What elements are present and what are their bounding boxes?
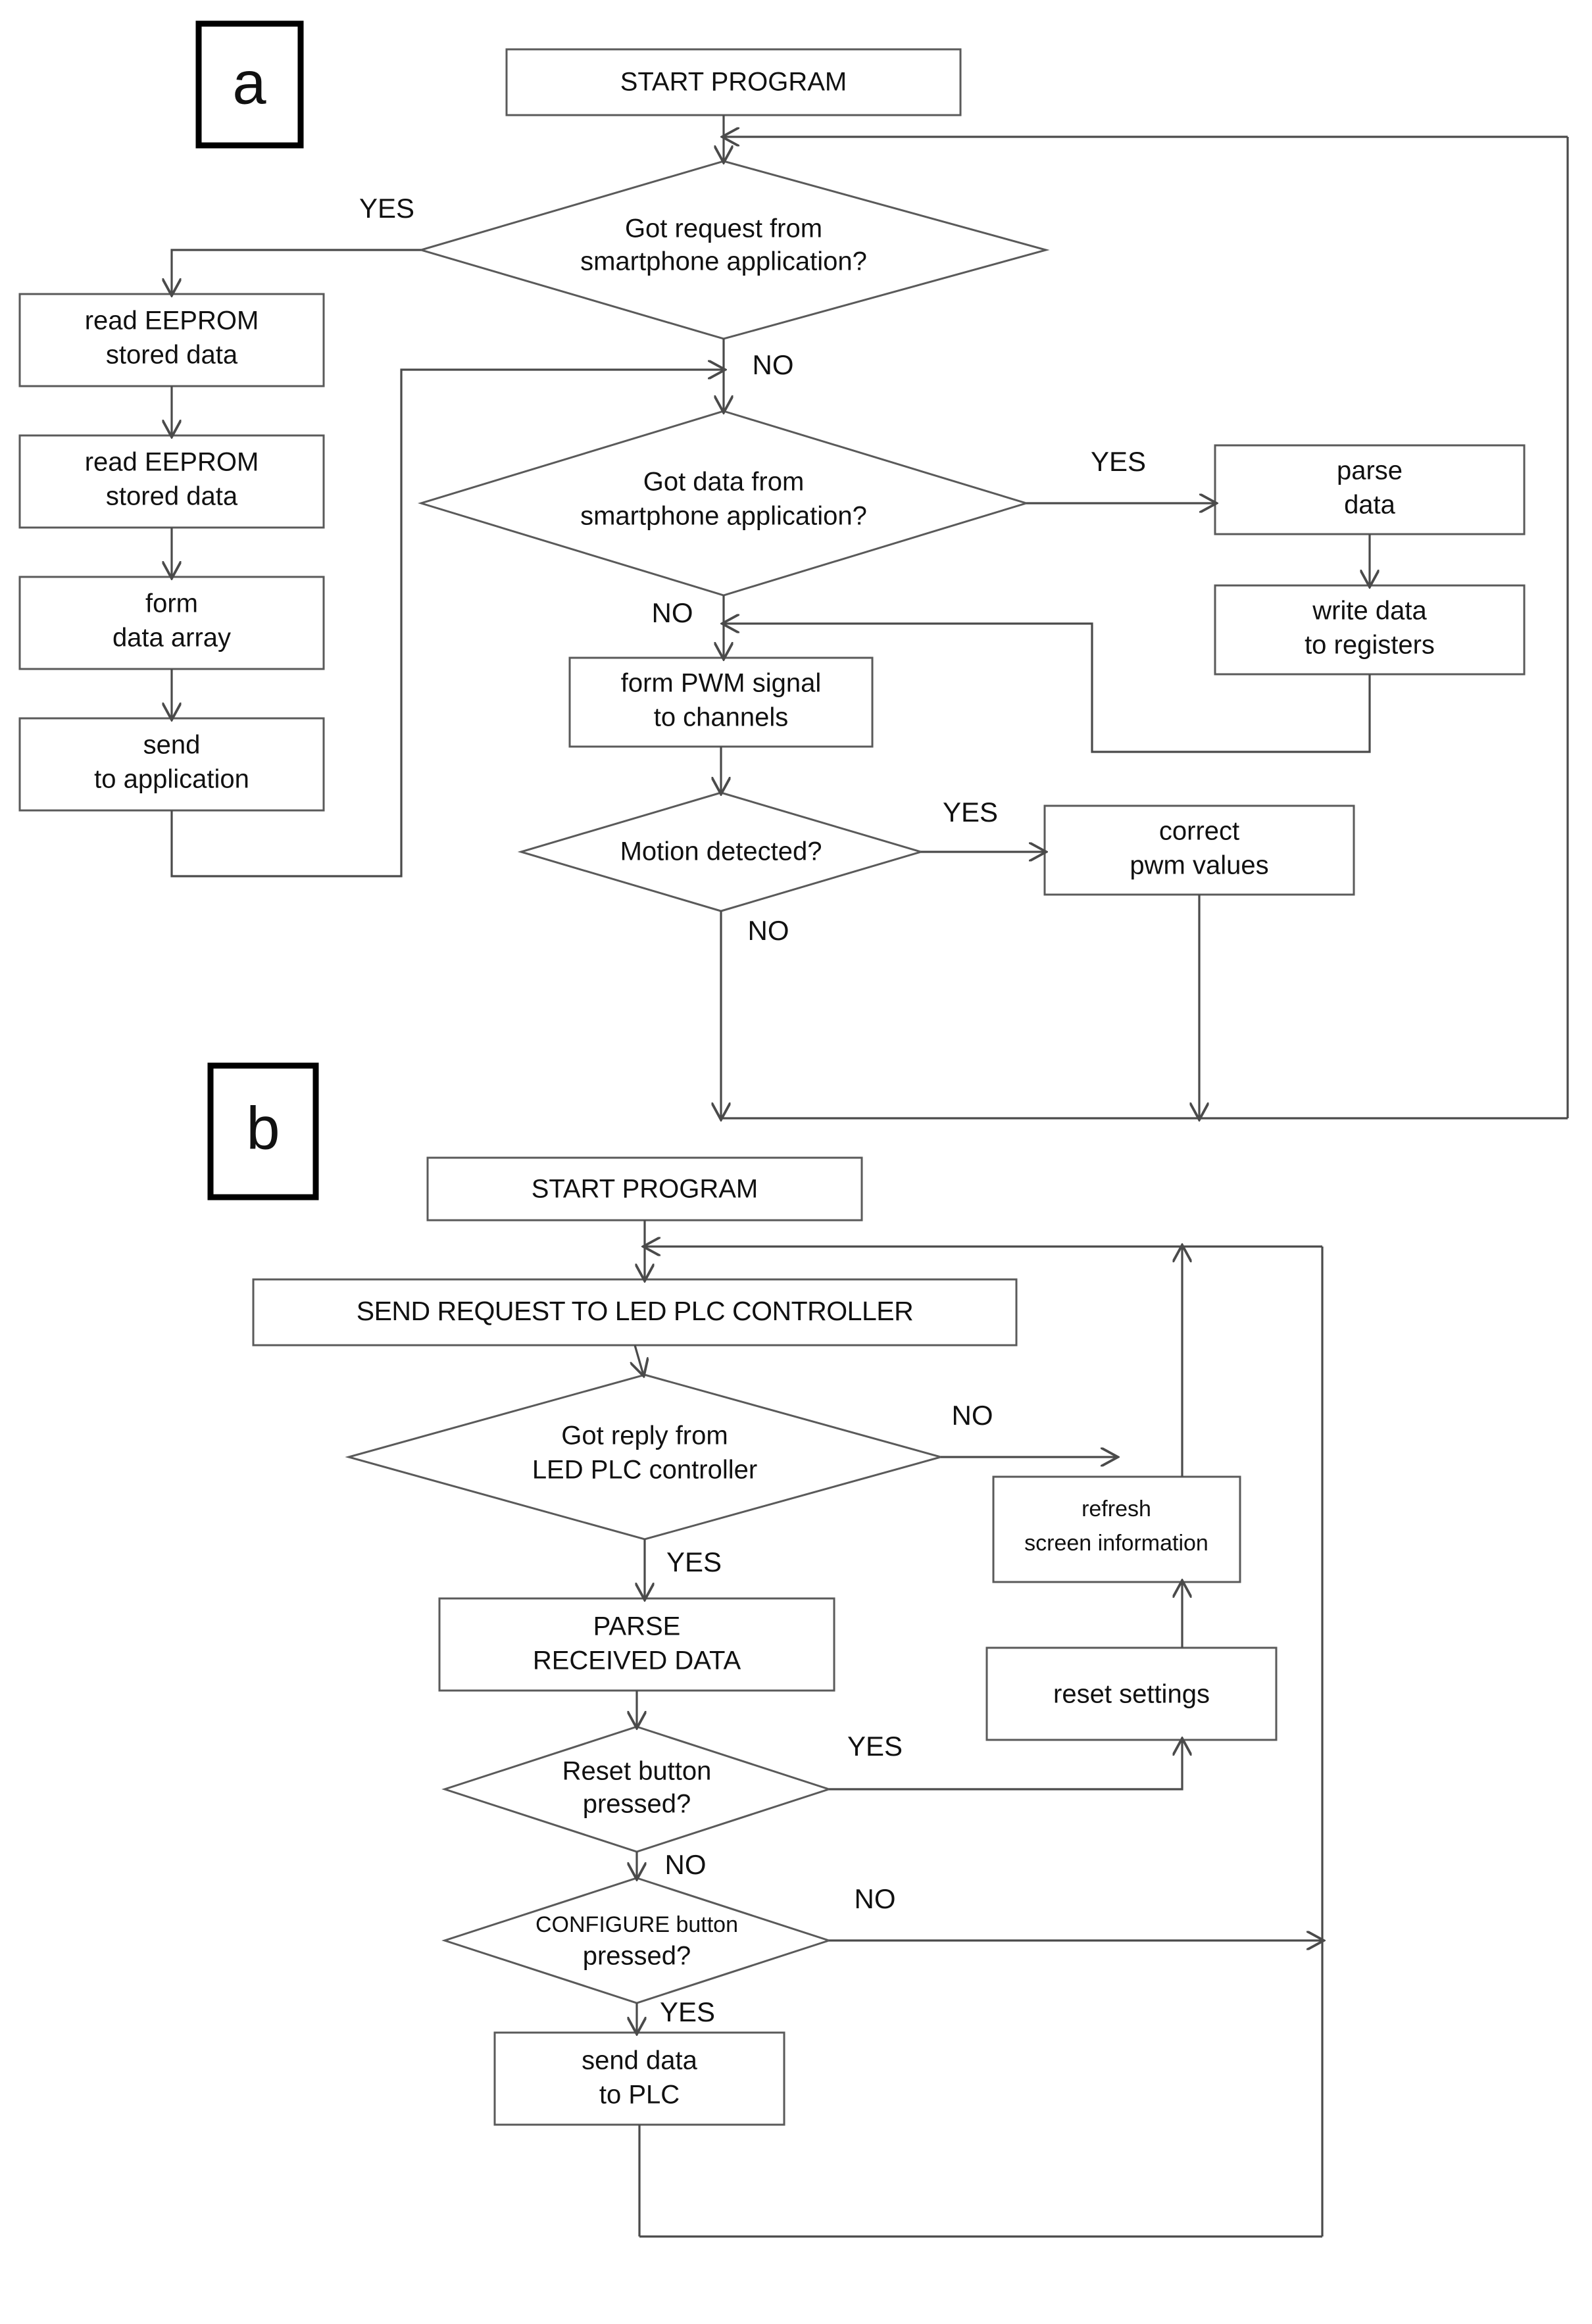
node-b-decision-reply-line2: LED PLC controller — [532, 1456, 757, 1485]
node-a-decision-data-line1: Got data from — [643, 468, 805, 497]
edge-a-request-yes — [172, 249, 421, 294]
panel-a-letter: a — [232, 49, 266, 116]
node-a-read-eeprom-2: read EEPROM stored data — [18, 434, 325, 529]
node-b-decision-reply: Got reply from LED PLC controller — [345, 1373, 945, 1541]
node-a-read-eeprom-1-line2: stored data — [106, 341, 238, 370]
node-b-decision-reset: Reset button pressed? — [441, 1725, 832, 1853]
node-b-decision-reset-line2: pressed? — [583, 1790, 691, 1819]
node-a-parse-data-line1: parse — [1337, 457, 1403, 485]
edge-label-a-request-no: NO — [753, 349, 794, 380]
edge-label-b-reply-no: NO — [952, 1400, 993, 1431]
node-a-decision-data: Got data from smartphone application? — [417, 410, 1030, 597]
node-a-send-to-application-line1: send — [143, 731, 201, 760]
node-a-decision-request-line2: smartphone application? — [580, 247, 867, 276]
node-a-decision-motion: Motion detected? — [517, 791, 925, 912]
panel-b-letter: b — [246, 1095, 280, 1162]
node-b-send-request: SEND REQUEST TO LED PLC CONTROLLER — [252, 1278, 1018, 1347]
node-b-send-plc: send data to PLC — [493, 2031, 785, 2126]
node-a-read-eeprom-1: read EEPROM stored data — [18, 293, 325, 387]
edge-label-a-data-yes: YES — [1091, 446, 1146, 477]
edge-label-a-motion-yes: YES — [943, 797, 998, 828]
node-b-decision-configure-line1: CONFIGURE button — [535, 1912, 738, 1937]
node-a-form-data-array-line1: form — [145, 589, 198, 618]
node-b-start-label: START PROGRAM — [532, 1175, 759, 1204]
panel-b-label-box: b — [207, 1062, 319, 1200]
edge-a-write-return — [724, 624, 1371, 753]
node-a-write-registers-line2: to registers — [1305, 631, 1435, 660]
edge-label-b-configure-yes: YES — [660, 1996, 715, 2027]
node-a-form-pwm-line1: form PWM signal — [621, 669, 822, 698]
node-b-parse-received-line2: RECEIVED DATA — [533, 1646, 741, 1675]
node-b-decision-configure: CONFIGURE button pressed? — [441, 1877, 832, 2004]
node-a-decision-request-line1: Got request from — [625, 214, 822, 243]
node-b-refresh-screen: refresh screen information — [992, 1475, 1241, 1583]
edge-label-a-data-no: NO — [652, 597, 693, 628]
node-b-parse-received-line1: PARSE — [593, 1612, 681, 1641]
node-a-read-eeprom-2-line1: read EEPROM — [85, 448, 259, 477]
node-b-decision-reply-line1: Got reply from — [561, 1422, 728, 1450]
node-a-read-eeprom-2-line2: stored data — [106, 482, 238, 511]
node-b-decision-configure-line2: pressed? — [583, 1942, 691, 1971]
edge-label-a-request-yes: YES — [359, 193, 414, 224]
node-a-form-data-array: form data array — [18, 576, 325, 670]
node-b-send-plc-line2: to PLC — [599, 2081, 680, 2110]
node-a-start: START PROGRAM — [505, 48, 962, 116]
node-a-decision-data-line2: smartphone application? — [580, 502, 867, 531]
node-a-parse-data-line2: data — [1344, 491, 1396, 520]
edge-b-reset-yes — [829, 1740, 1182, 1791]
node-a-read-eeprom-1-line1: read EEPROM — [85, 307, 259, 335]
node-a-send-to-application: send to application — [18, 717, 325, 812]
node-a-write-registers: write data to registers — [1214, 584, 1526, 676]
node-a-form-pwm-line2: to channels — [654, 703, 789, 732]
node-b-reset-settings: reset settings — [985, 1646, 1278, 1741]
node-b-refresh-screen-line2: screen information — [1024, 1531, 1208, 1556]
panel-a-label-box: a — [195, 20, 304, 149]
edge-a-send-app-return — [170, 370, 724, 878]
node-a-parse-data: parse data — [1214, 444, 1526, 535]
node-b-start: START PROGRAM — [426, 1156, 863, 1222]
node-b-refresh-screen-line1: refresh — [1082, 1496, 1151, 1521]
node-a-form-data-array-line2: data array — [112, 624, 231, 653]
node-a-correct-pwm-line1: correct — [1159, 817, 1239, 846]
node-b-parse-received: PARSE RECEIVED DATA — [438, 1597, 835, 1692]
edge-label-a-motion-no: NO — [748, 915, 789, 946]
edge-label-b-configure-no: NO — [855, 1883, 896, 1914]
node-a-send-to-application-line2: to application — [94, 765, 249, 794]
edge-b-send-request-to-reply — [635, 1345, 643, 1375]
node-a-form-pwm: form PWM signal to channels — [568, 656, 874, 748]
node-a-decision-request: Got request from smartphone application? — [417, 160, 1050, 340]
node-b-send-request-label: SEND REQUEST TO LED PLC CONTROLLER — [357, 1296, 914, 1326]
edge-label-b-reset-yes: YES — [847, 1731, 903, 1762]
edge-label-b-reset-no: NO — [665, 1849, 707, 1880]
node-a-decision-motion-label: Motion detected? — [620, 837, 822, 866]
node-a-correct-pwm: correct pwm values — [1043, 804, 1355, 896]
node-b-decision-reset-line1: Reset button — [562, 1757, 712, 1786]
node-b-send-plc-line1: send data — [582, 2046, 697, 2075]
node-a-write-registers-line1: write data — [1312, 597, 1427, 626]
node-a-start-label: START PROGRAM — [620, 68, 847, 97]
node-a-correct-pwm-line2: pwm values — [1130, 851, 1268, 880]
edge-label-b-reply-yes: YES — [666, 1546, 722, 1577]
node-b-reset-settings-label: reset settings — [1053, 1680, 1210, 1709]
